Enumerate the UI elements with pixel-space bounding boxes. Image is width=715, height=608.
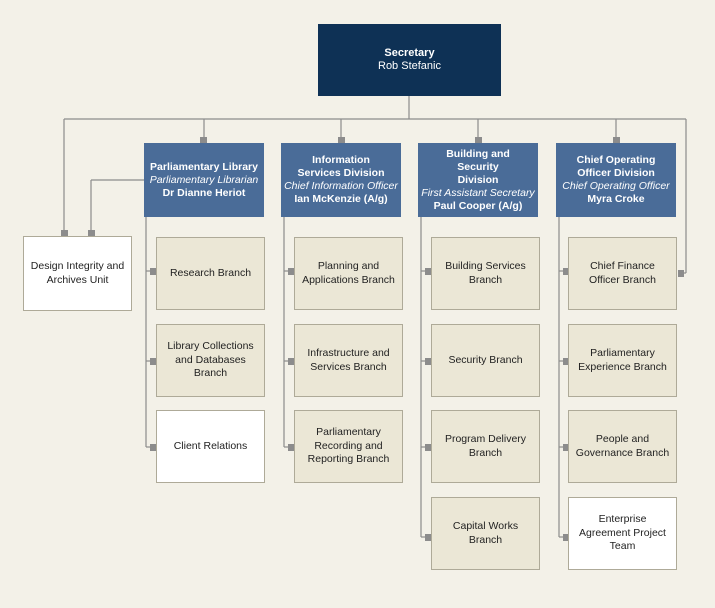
division-role: First Assistant Secretary — [421, 186, 535, 199]
branch-label: Building Services Branch — [445, 260, 526, 286]
branch-capital-works: Capital Works Branch — [431, 497, 540, 570]
division-role: Parliamentary Librarian — [149, 173, 259, 186]
branch-label: Parliamentary Recording and Reporting Br… — [307, 426, 390, 466]
branch-library-collections: Library Collections and Databases Branch — [156, 324, 265, 397]
secretary-name: Rob Stefanic — [378, 60, 441, 72]
branch-security: Security Branch — [431, 324, 540, 397]
branch-parliamentary-recording: Parliamentary Recording and Reporting Br… — [294, 410, 403, 483]
branch-people-governance: People and Governance Branch — [568, 410, 677, 483]
branch-label: Library Collections and Databases Branch — [167, 340, 254, 380]
unit-label: Design Integrity and Archives Unit — [30, 260, 125, 286]
division-name: Parliamentary Library — [150, 160, 258, 173]
division-name: Building and Security Division — [446, 147, 510, 186]
division-name: Chief Operating Officer Division — [576, 154, 656, 179]
branch-parliamentary-experience: Parliamentary Experience Branch — [568, 324, 677, 397]
branch-enterprise-agreement: Enterprise Agreement Project Team — [568, 497, 677, 570]
division-chief-operating-officer: Chief Operating Officer Division Chief O… — [556, 143, 676, 217]
branch-planning-applications: Planning and Applications Branch — [294, 237, 403, 310]
division-name: Information Services Division — [297, 154, 385, 179]
branch-label: Security Branch — [448, 353, 523, 366]
division-person: Ian McKenzie (A/g) — [294, 193, 388, 205]
division-role: Chief Information Officer — [284, 180, 398, 192]
division-parliamentary-library: Parliamentary Library Parliamentary Libr… — [144, 143, 264, 217]
branch-program-delivery: Program Delivery Branch — [431, 410, 540, 483]
branch-client-relations: Client Relations — [156, 410, 265, 483]
division-building-security: Building and Security Division First Ass… — [418, 143, 538, 217]
branch-label: Chief Finance Officer Branch — [589, 260, 656, 286]
branch-label: Research Branch — [169, 266, 252, 279]
branch-label: Capital Works Branch — [452, 520, 519, 546]
branch-label: People and Governance Branch — [575, 433, 670, 459]
branch-label: Parliamentary Experience Branch — [578, 347, 667, 373]
division-information-services: Information Services Division Chief Info… — [281, 143, 401, 217]
secretary-box: Secretary Rob Stefanic — [318, 24, 501, 96]
division-person: Myra Croke — [587, 193, 645, 205]
design-integrity-unit: Design Integrity and Archives Unit — [23, 236, 132, 311]
division-person: Dr Dianne Heriot — [162, 186, 246, 199]
branch-building-services: Building Services Branch — [431, 237, 540, 310]
division-person: Paul Cooper (A/g) — [433, 199, 523, 212]
branch-chief-finance-officer: Chief Finance Officer Branch — [568, 237, 677, 310]
branch-research: Research Branch — [156, 237, 265, 310]
branch-label: Planning and Applications Branch — [302, 260, 395, 286]
branch-label: Client Relations — [173, 439, 248, 452]
branch-label: Infrastructure and Services Branch — [307, 347, 390, 373]
secretary-title: Secretary — [384, 46, 435, 59]
branch-infrastructure-services: Infrastructure and Services Branch — [294, 324, 403, 397]
division-role: Chief Operating Officer — [562, 180, 670, 192]
branch-label: Program Delivery Branch — [444, 433, 527, 459]
branch-label: Enterprise Agreement Project Team — [579, 513, 666, 553]
